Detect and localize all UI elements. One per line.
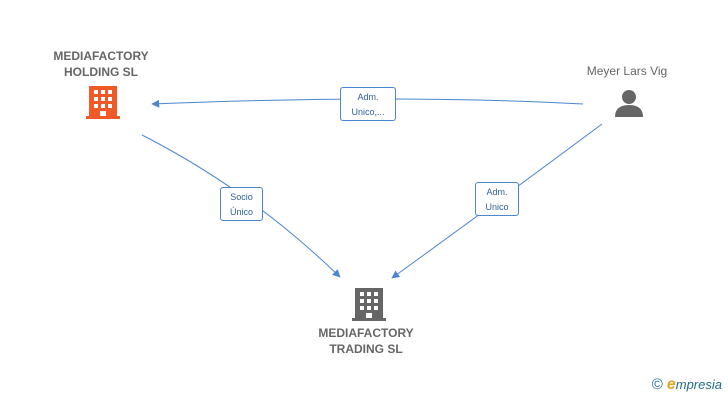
brand-initial: e: [666, 376, 676, 393]
edge-label-person-trading[interactable]: Adm. Unico: [475, 182, 519, 216]
brand-footer[interactable]: ©empresia: [652, 376, 722, 394]
copyright-icon: ©: [651, 376, 663, 393]
brand-name: mpresia: [675, 377, 722, 392]
edge-label-holding-trading[interactable]: Socio Único: [220, 187, 263, 221]
node-label-holding: MEDIAFACTORY HOLDING SL: [53, 49, 149, 79]
person-icon[interactable]: [614, 88, 644, 118]
building-icon[interactable]: [86, 84, 120, 120]
node-label-person: Meyer Lars Vig: [586, 64, 668, 78]
edge-label-person-holding[interactable]: Adm. Unico,...: [340, 87, 396, 121]
node-label-trading: MEDIAFACTORY TRADING SL: [318, 326, 414, 356]
building-icon[interactable]: [352, 286, 386, 322]
